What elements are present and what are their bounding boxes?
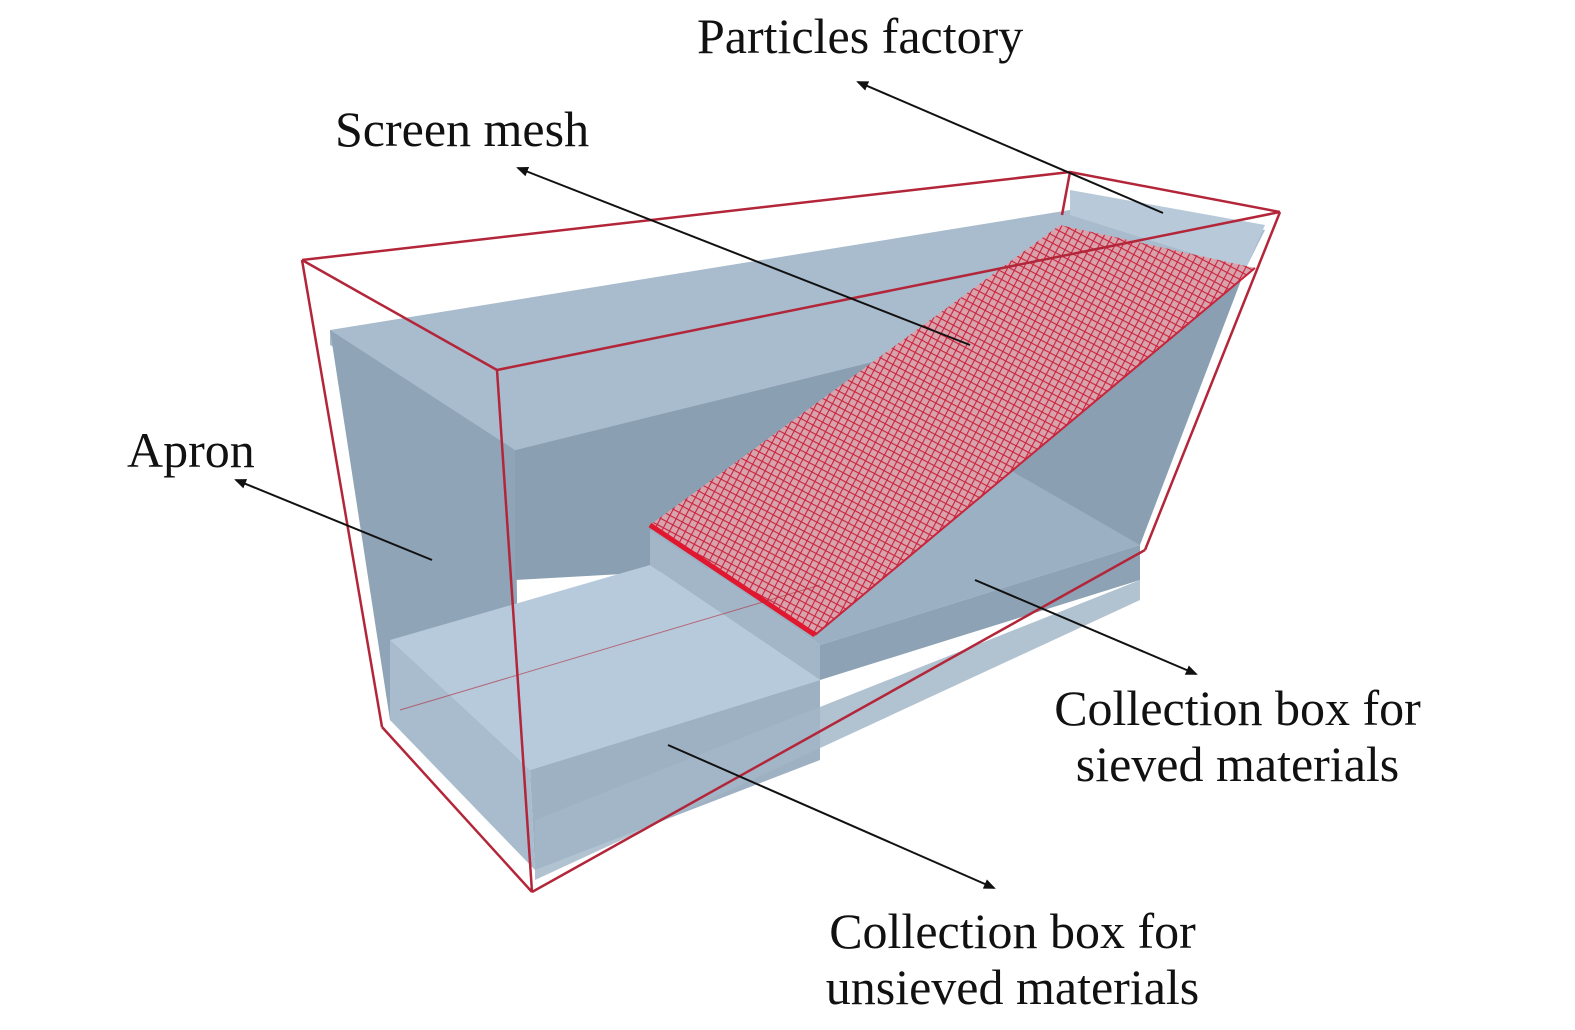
sieved-box-line2: sieved materials <box>1075 736 1400 792</box>
leader-screen-mesh <box>516 166 971 346</box>
particles-factory-text: Particles factory <box>697 8 1024 64</box>
unsieved-box-line2: unsieved materials <box>825 959 1200 1015</box>
frame-mid-top <box>496 210 1281 372</box>
frame-front-top <box>301 258 498 372</box>
sieved-box-line1: Collection box for <box>1054 680 1421 736</box>
label-sieved-collection-box: Collection box for sieved materials <box>1030 680 1445 792</box>
leader-particles-factory <box>856 81 1164 214</box>
frame-top-back-edge <box>1060 171 1072 216</box>
frame-front-vertical <box>495 369 534 893</box>
label-particles-factory: Particles factory <box>697 8 1023 64</box>
floor-seam <box>399 584 821 711</box>
frame-left-vertical <box>300 259 384 728</box>
screen-mesh <box>648 225 1256 638</box>
domain-frame <box>300 170 1282 894</box>
apron-right-face <box>1070 190 1265 270</box>
leader-lines <box>234 81 1198 889</box>
leader-sieved-box <box>974 579 1198 675</box>
sieved-box-front <box>820 545 1140 680</box>
frame-right-vertical <box>1143 211 1282 551</box>
unsieved-box-line1: Collection box for <box>829 903 1196 959</box>
unsieved-box-left <box>390 640 535 870</box>
leader-unsieved-box <box>667 744 996 889</box>
label-unsieved-collection-box: Collection box for unsieved materials <box>800 903 1225 1015</box>
label-screen-mesh: Screen mesh <box>335 101 589 157</box>
apron-text: Apron <box>127 422 255 478</box>
screen-mesh-side-edge <box>814 267 1256 636</box>
screen-mesh-text: Screen mesh <box>335 101 590 157</box>
frame-bottom-left <box>381 726 533 893</box>
screen-mesh-front-edge <box>648 522 817 638</box>
leader-apron <box>234 479 433 561</box>
label-apron: Apron <box>127 422 255 478</box>
unsieved-box-top <box>390 565 820 770</box>
frame-bottom-front <box>531 548 1146 894</box>
sieved-box-side <box>650 530 820 680</box>
screen-mesh-surface <box>650 225 1255 635</box>
